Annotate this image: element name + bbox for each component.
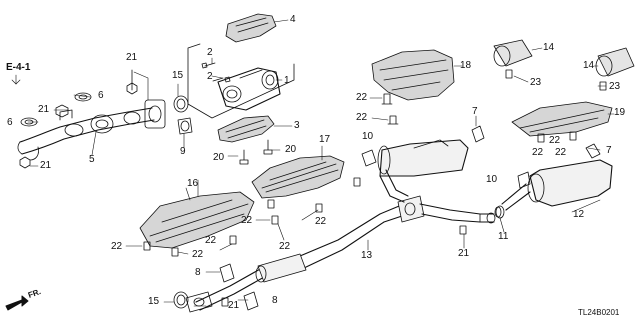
callout-22: 22 xyxy=(279,241,291,252)
tail-tip-14-a xyxy=(493,39,533,67)
callout-22: 22 xyxy=(241,215,253,226)
hanger-8-b xyxy=(243,291,259,311)
callout-1: 1 xyxy=(284,75,290,86)
callout-8: 8 xyxy=(195,267,201,278)
hanger-7-b xyxy=(585,143,601,159)
callout-22: 22 xyxy=(532,147,544,158)
callout-18: 18 xyxy=(460,60,472,71)
callout-12: 12 xyxy=(573,209,585,220)
callout-15: 15 xyxy=(148,296,160,307)
callout-14: 14 xyxy=(583,60,595,71)
callout-21: 21 xyxy=(228,300,240,311)
front-direction-arrow xyxy=(5,295,29,311)
callout-14: 14 xyxy=(543,42,555,53)
callout-17: 17 xyxy=(319,134,331,145)
center-pipe xyxy=(185,195,496,313)
callout-10: 10 xyxy=(362,131,374,142)
reference-label: E-4-1 xyxy=(6,62,31,73)
heat-shield-3 xyxy=(217,115,275,143)
diagram-code: TL24B0201 xyxy=(578,308,620,317)
callout-21: 21 xyxy=(38,104,50,115)
heat-shield-17 xyxy=(251,155,345,199)
callout-8: 8 xyxy=(272,295,278,306)
callout-22: 22 xyxy=(111,241,123,252)
muffler-left xyxy=(377,139,469,203)
leader-lines xyxy=(11,19,615,307)
callout-20: 20 xyxy=(285,144,297,155)
callout-10: 10 xyxy=(486,174,498,185)
gasket-15-bottom xyxy=(173,291,189,309)
callout-15: 15 xyxy=(172,70,184,81)
callout-22: 22 xyxy=(205,235,217,246)
callout-3: 3 xyxy=(294,120,300,131)
callout-2: 2 xyxy=(207,47,213,58)
callout-22: 22 xyxy=(315,216,327,227)
nut-21-front xyxy=(19,69,138,169)
front-pipe xyxy=(17,99,166,161)
heat-shield-16 xyxy=(139,191,255,249)
callout-6: 6 xyxy=(98,90,104,101)
muffler-right xyxy=(494,159,613,218)
callout-9: 9 xyxy=(180,146,186,157)
callout-22: 22 xyxy=(549,135,561,146)
callout-21: 21 xyxy=(126,52,138,63)
mount-9 xyxy=(177,117,193,135)
callout-22: 22 xyxy=(555,147,567,158)
tail-tip-14-b xyxy=(595,47,635,77)
heat-shield-18 xyxy=(371,49,455,101)
callout-11: 11 xyxy=(498,231,509,242)
hanger-8-a xyxy=(219,263,235,283)
callout-23: 23 xyxy=(609,81,621,92)
heat-shield-4 xyxy=(225,13,277,43)
heat-shield-19 xyxy=(511,101,613,137)
callout-19: 19 xyxy=(614,107,626,118)
converter xyxy=(187,43,295,119)
callout-6: 6 xyxy=(7,117,13,128)
callout-4: 4 xyxy=(290,14,296,25)
hanger-7-a xyxy=(471,125,485,143)
callout-7: 7 xyxy=(606,145,612,156)
callout-22: 22 xyxy=(192,249,204,260)
callout-23: 23 xyxy=(530,77,542,88)
callout-2: 2 xyxy=(207,71,213,82)
callout-20: 20 xyxy=(213,152,225,163)
callout-5: 5 xyxy=(89,154,95,165)
gasket-15-top xyxy=(173,95,189,113)
callout-13: 13 xyxy=(361,250,373,261)
gasket-6-b xyxy=(74,92,92,102)
callout-21: 21 xyxy=(458,248,470,259)
callout-22: 22 xyxy=(356,112,368,123)
callout-21: 21 xyxy=(40,160,52,171)
callout-7: 7 xyxy=(472,106,478,117)
callout-16: 16 xyxy=(187,178,199,189)
callout-22: 22 xyxy=(356,92,368,103)
